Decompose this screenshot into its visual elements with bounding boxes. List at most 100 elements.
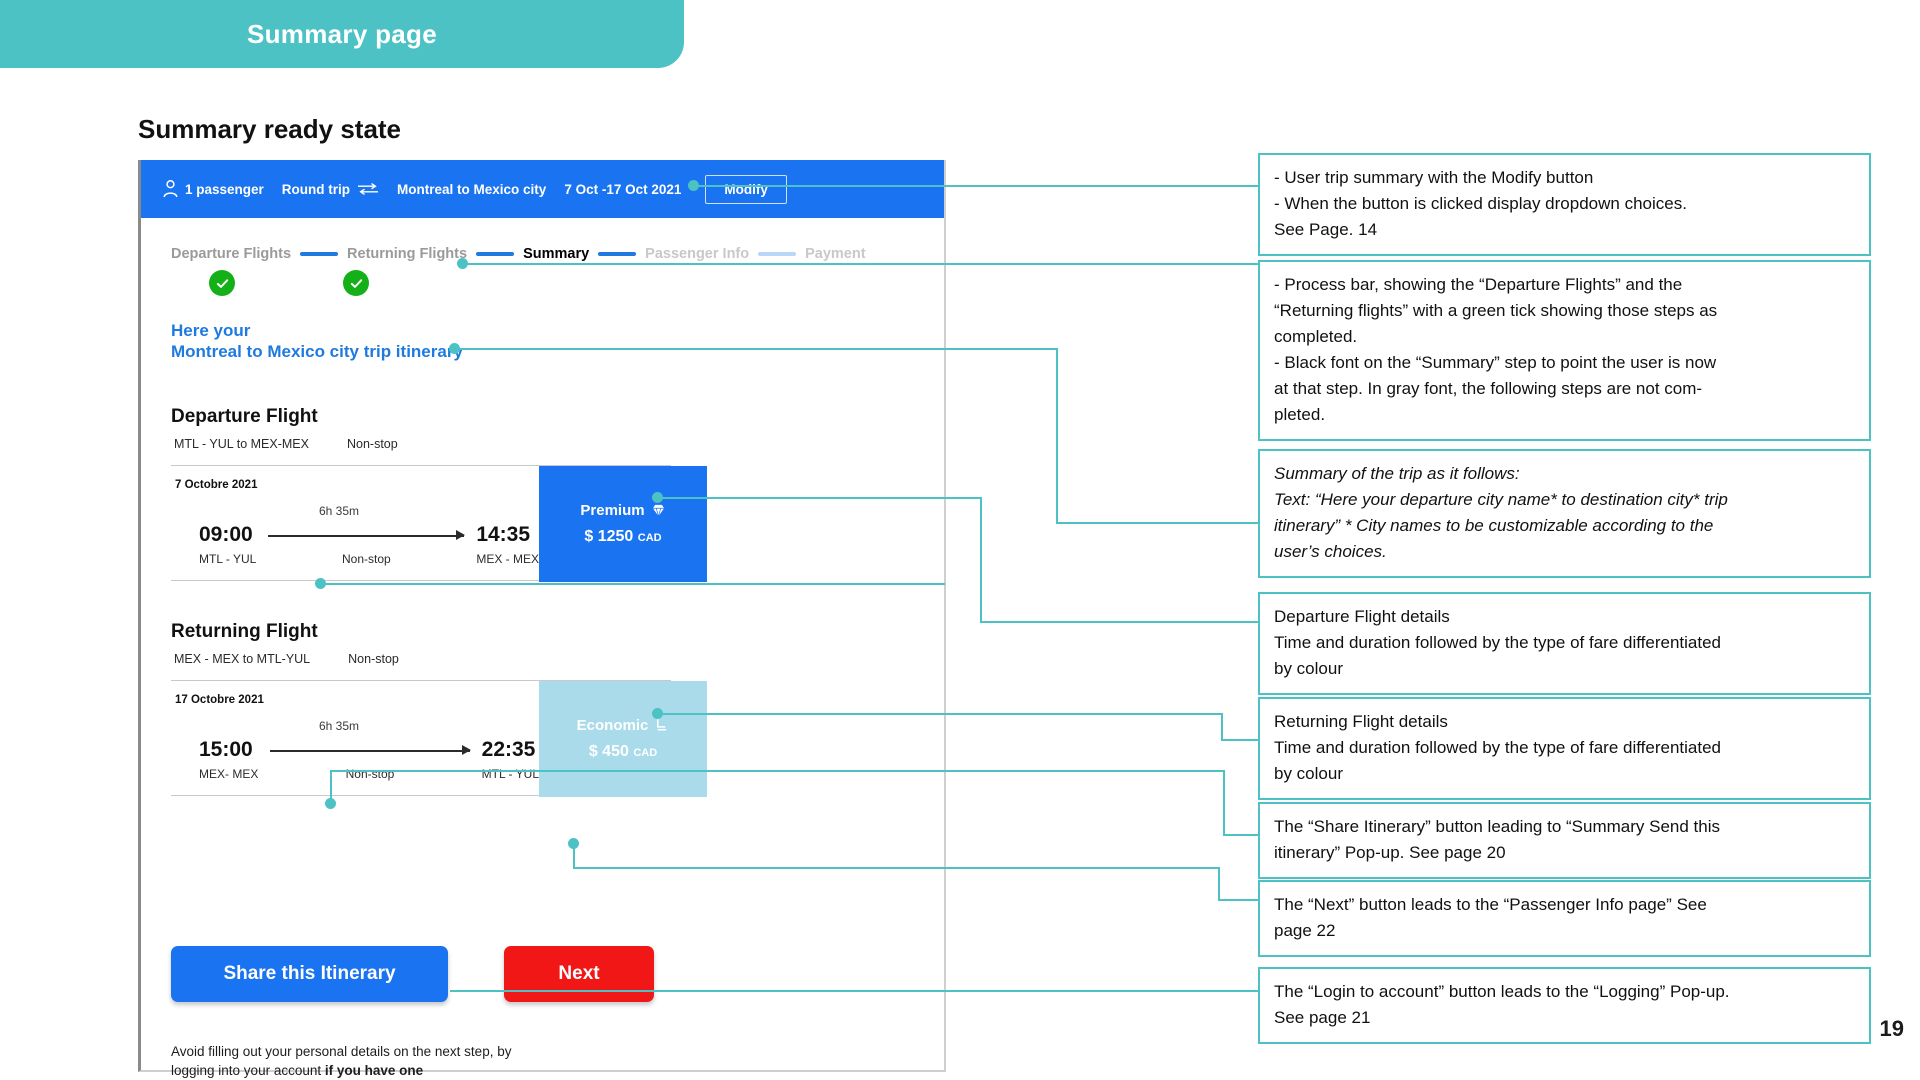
departure-date: 7 Octobre 2021 <box>175 479 258 491</box>
connector-line <box>657 713 1223 715</box>
departure-fare-premium[interactable]: Premium $ 1250 CAD <box>539 466 707 582</box>
arrow-line <box>268 535 465 537</box>
annotation-line: user’s choices. <box>1274 542 1387 561</box>
itinerary-heading: Here your Montreal to Mexico city trip i… <box>171 320 463 362</box>
returning-fare-economic[interactable]: Economic $ 450 CAD <box>539 681 707 797</box>
annotation-line: See page 21 <box>1274 1008 1371 1027</box>
departure-duration: 6h 35m <box>319 504 360 518</box>
fare-name-row: Economic <box>577 717 670 734</box>
returning-flight-card[interactable]: 17 Octobre 2021 6h 35m 15:00 MEX- MEX No… <box>171 680 707 797</box>
departure-leg-connector: Non-stop <box>268 524 466 566</box>
annotation-departure-details: Departure Flight details Time and durati… <box>1258 592 1871 695</box>
annotation-line: itinerary” * City names to be customizab… <box>1274 516 1714 535</box>
page-number: 19 <box>1879 1016 1904 1041</box>
passenger-count-label: 1 passenger <box>185 181 264 197</box>
connector-line <box>693 185 1258 187</box>
annotation-line: - Process bar, showing the “Departure Fl… <box>1274 275 1683 294</box>
slide-section-tab: Summary page <box>0 0 684 68</box>
trip-summary-bar: 1 passenger Round trip Montreal to Mexic… <box>141 160 944 218</box>
connector-line <box>454 348 1056 350</box>
annotation-line: Returning Flight details <box>1274 712 1448 731</box>
page-title: Summary ready state <box>138 114 402 144</box>
connector-line <box>330 770 1225 772</box>
annotation-line: Text: “Here your departure city name* to… <box>1274 490 1728 509</box>
returning-route: MEX - MEX to MTL-YUL <box>174 652 311 666</box>
connector-line <box>462 263 1258 265</box>
itinerary-heading-line2: Montreal to Mexico city trip itinerary <box>171 342 463 361</box>
step-done-check-icon <box>209 270 235 296</box>
seat-icon <box>657 719 667 731</box>
annotation-line: See Page. 14 <box>1274 220 1378 239</box>
returning-departure-time: 15:00 <box>199 738 253 761</box>
returning-flight-subtitle: MEX - MEX to MTL-YUL Non-stop <box>171 652 671 666</box>
fare-name-label: Economic <box>576 717 649 734</box>
returning-stops: Non-stop <box>348 652 399 666</box>
departure-flight-card[interactable]: 7 Octobre 2021 6h 35m 09:00 MTL - YUL No… <box>171 465 707 582</box>
connector-dot <box>325 798 336 809</box>
trip-dates-label: 7 Oct -17 Oct 2021 <box>564 181 682 197</box>
round-trip-icon <box>358 183 379 195</box>
annotation-line: pleted. <box>1274 405 1326 424</box>
annotation-line: page 22 <box>1274 921 1336 940</box>
diamond-icon <box>652 504 664 518</box>
step-departure-flights[interactable]: Departure Flights <box>171 246 292 262</box>
returning-leg: 15:00 MEX- MEX Non-stop 22:35 MTL - YUL <box>199 738 539 782</box>
annotation-line: - Black font on the “Summary” step to po… <box>1274 353 1717 372</box>
step-connector <box>598 252 637 256</box>
trip-route: Montreal to Mexico city <box>397 182 546 197</box>
connector-line <box>450 990 1258 992</box>
itinerary-heading-line1: Here your <box>171 321 251 340</box>
step-done-check-icon <box>343 270 369 296</box>
departure-route: MTL - YUL to MEX-MEX <box>174 437 309 451</box>
arrival-time: 14:35 <box>476 523 531 546</box>
annotation-line: by colour <box>1274 659 1343 678</box>
annotation-line: The “Share Itinerary” button leading to … <box>1274 817 1720 836</box>
returning-duration: 6h 35m <box>319 719 360 733</box>
fare-name-row: Premium <box>580 502 665 519</box>
annotation-share-itinerary: The “Share Itinerary” button leading to … <box>1258 802 1871 879</box>
login-hint-emphasis: if you have one <box>324 1063 424 1078</box>
arrow-head-icon <box>456 530 466 540</box>
annotation-next-button: The “Next” button leads to the “Passenge… <box>1258 880 1871 957</box>
annotation-trip-summary: - User trip summary with the Modify butt… <box>1258 153 1871 256</box>
annotation-line: The “Next” button leads to the “Passenge… <box>1274 895 1707 914</box>
step-returning-flights[interactable]: Returning Flights <box>347 246 468 262</box>
returning-date: 17 Octobre 2021 <box>175 694 264 706</box>
annotation-line: The “Login to account” button leads to t… <box>1274 982 1730 1001</box>
app-mockup: 1 passenger Round trip Montreal to Mexic… <box>138 160 946 1078</box>
annotation-trip-summary-text: Summary of the trip as it follows: Text:… <box>1258 449 1871 578</box>
connector-line <box>980 497 982 623</box>
departure-airport-code: MTL - YUL <box>199 552 257 566</box>
annotation-line: Departure Flight details <box>1274 607 1450 626</box>
annotation-returning-details: Returning Flight details Time and durati… <box>1258 697 1871 800</box>
annotation-line: itinerary” Pop-up. See page 20 <box>1274 843 1506 862</box>
annotation-line: - User trip summary with the Modify butt… <box>1274 168 1594 187</box>
step-passenger-info[interactable]: Passenger Info <box>645 246 750 262</box>
connector-line <box>1056 348 1058 524</box>
login-hint-line1: Avoid filling out your personal details … <box>171 1044 512 1059</box>
connector-line <box>573 867 1220 869</box>
process-bar: Departure Flights Returning Flights Summ… <box>171 246 866 262</box>
next-button[interactable]: Next <box>504 946 654 1002</box>
passenger-count: 1 passenger <box>163 180 264 198</box>
departure-flight-subtitle: MTL - YUL to MEX-MEX Non-stop <box>171 437 671 451</box>
connector-line <box>1223 834 1258 836</box>
connector-line <box>573 843 575 869</box>
step-payment[interactable]: Payment <box>805 246 866 262</box>
arrow-line <box>270 750 470 752</box>
connector-line <box>1218 867 1220 901</box>
annotation-line: Time and duration followed by the type o… <box>1274 738 1721 757</box>
departure-flight-section: Departure Flight MTL - YUL to MEX-MEX No… <box>171 406 707 582</box>
share-itinerary-button[interactable]: Share this Itinerary <box>171 946 448 1002</box>
annotation-line: by colour <box>1274 764 1343 783</box>
annotation-line: at that step. In gray font, the followin… <box>1274 379 1703 398</box>
trip-route-label: Montreal to Mexico city <box>397 181 547 197</box>
returning-departure-code: MEX- MEX <box>199 767 259 781</box>
modify-button[interactable]: Modify <box>705 174 787 204</box>
step-summary[interactable]: Summary <box>523 246 590 262</box>
connector-line <box>1221 739 1258 741</box>
connector-line <box>1218 899 1258 901</box>
departure-flight-title: Departure Flight <box>171 406 318 427</box>
annotation-line: Time and duration followed by the type o… <box>1274 633 1721 652</box>
